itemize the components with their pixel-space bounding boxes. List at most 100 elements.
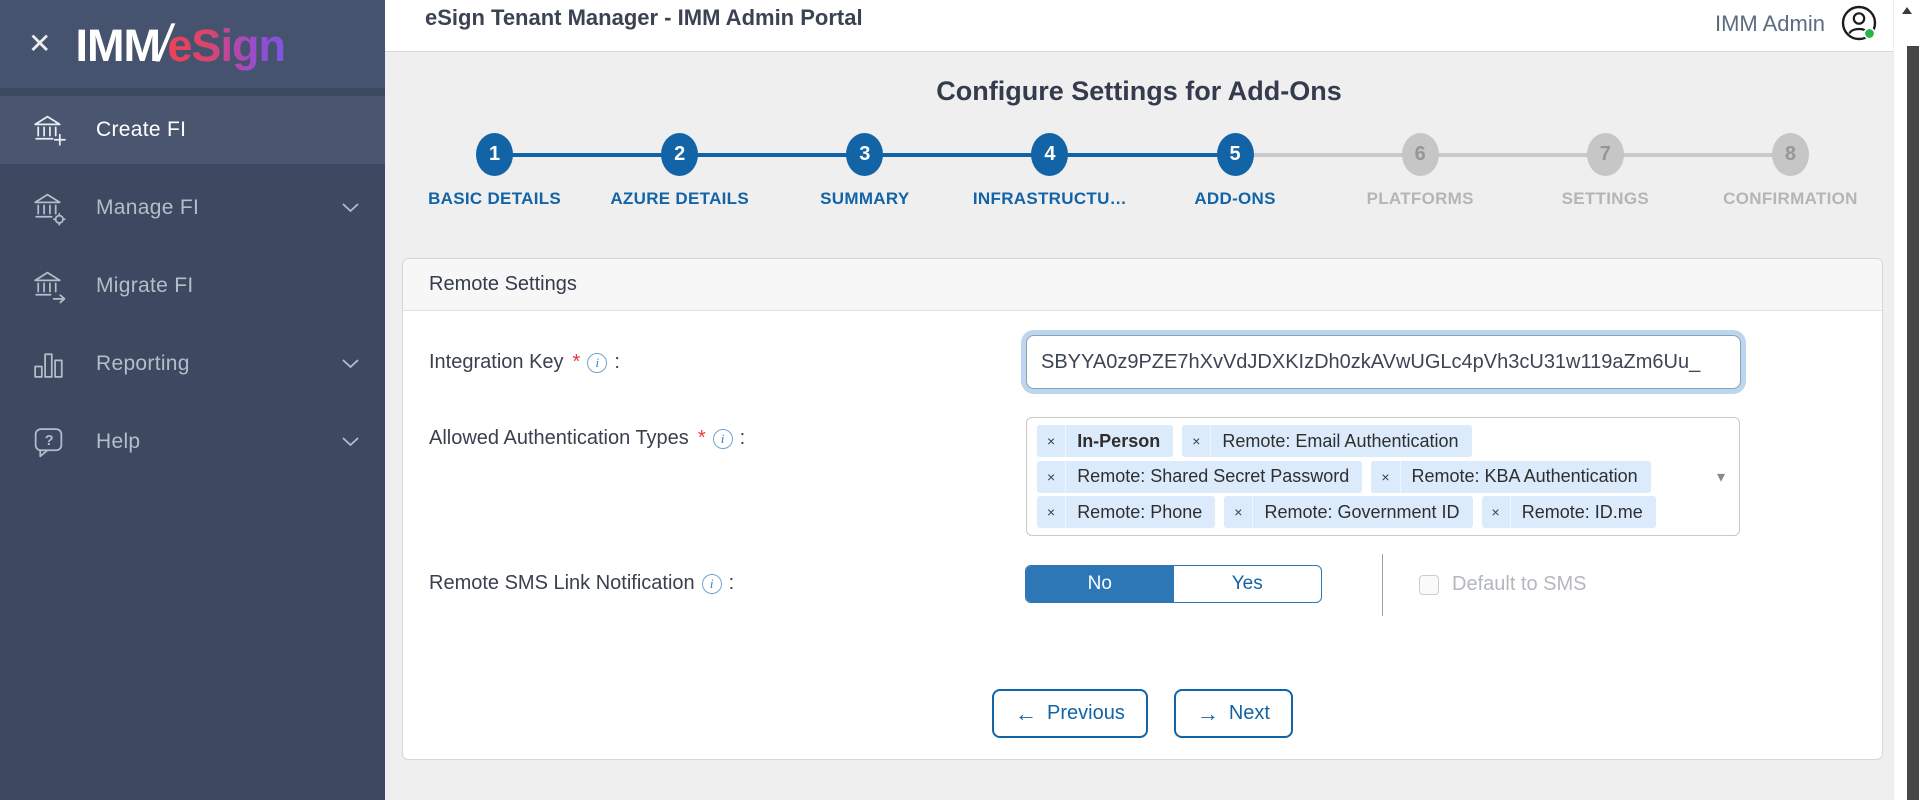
- scrollbar[interactable]: [1893, 0, 1920, 800]
- vertical-divider: [1382, 554, 1383, 616]
- label-colon: :: [728, 572, 735, 594]
- step-number: 4: [1031, 133, 1069, 176]
- label-colon: :: [739, 427, 746, 449]
- label-colon: :: [614, 351, 620, 373]
- auth-type-tag: × Remote: Government ID: [1224, 496, 1473, 528]
- auth-type-tag: × Remote: Email Authentication: [1182, 425, 1472, 457]
- step-number: 6: [1401, 133, 1439, 176]
- card-body: Integration Key*i: Allowed Authenticatio…: [403, 311, 1882, 760]
- default-to-sms-label: Default to SMS: [1452, 573, 1587, 595]
- step-label: CONFIRMATION: [1723, 189, 1858, 208]
- page-header-title: eSign Tenant Manager - IMM Admin Portal: [425, 5, 863, 30]
- integration-key-input[interactable]: [1026, 335, 1741, 389]
- step-number: 8: [1771, 133, 1809, 176]
- step-number: 2: [661, 133, 699, 176]
- sidebar-item-label: Manage FI: [96, 196, 200, 219]
- info-icon[interactable]: i: [712, 428, 733, 449]
- step-label: INFRASTRUCTU…: [972, 189, 1127, 208]
- arrow-right-icon: →: [1196, 700, 1219, 726]
- chevron-down-icon: [342, 203, 359, 213]
- step-number: 1: [476, 133, 514, 176]
- auth-type-tag: × Remote: ID.me: [1481, 496, 1656, 528]
- info-icon[interactable]: i: [587, 352, 608, 373]
- tag-label: Remote: Shared Secret Password: [1077, 466, 1350, 486]
- step-label: BASIC DETAILS: [428, 189, 562, 208]
- sidebar-item-reporting[interactable]: Reporting: [0, 330, 385, 398]
- bank-arrow-icon: [30, 268, 70, 305]
- sidebar-nav: Create FI Manage FI Migrate FI Reporting? He…: [0, 88, 385, 476]
- default-to-sms-checkbox[interactable]: [1419, 574, 1439, 595]
- remote-settings-card: Remote Settings Integration Key*i: Allow…: [402, 258, 1883, 760]
- avatar[interactable]: [1839, 3, 1881, 45]
- required-marker: *: [572, 351, 581, 373]
- chevron-down-icon: [342, 359, 359, 369]
- remove-tag-icon[interactable]: ×: [1371, 460, 1401, 493]
- user-name: IMM Admin: [1714, 11, 1825, 36]
- tag-label: Remote: Email Authentication: [1222, 430, 1459, 451]
- step-label: SUMMARY: [820, 189, 910, 208]
- sidebar: ✕ IMM/eSign Create FI Manage FI Migrate FI…: [0, 0, 385, 800]
- previous-button[interactable]: ← Previous: [992, 689, 1148, 738]
- sidebar-item-migrate-fi[interactable]: Migrate FI: [0, 252, 385, 320]
- remove-tag-icon[interactable]: ×: [1482, 496, 1511, 528]
- bank-plus-icon: [30, 112, 70, 149]
- status-dot: [1863, 27, 1876, 40]
- step-label: ADD-ONS: [1194, 189, 1276, 208]
- remove-tag-icon[interactable]: ×: [1037, 425, 1067, 457]
- sidebar-item-label: Help: [96, 430, 141, 453]
- bank-gear-icon: [30, 190, 70, 227]
- remove-tag-icon[interactable]: ×: [1182, 425, 1212, 457]
- info-icon[interactable]: i: [701, 573, 722, 594]
- tag-label: In-Person: [1077, 430, 1161, 451]
- bar-chart-icon: [30, 346, 70, 383]
- sms-toggle-yes[interactable]: Yes: [1231, 573, 1263, 594]
- auth-types-label: Allowed Authentication Types*i:: [429, 427, 746, 449]
- next-button[interactable]: → Next: [1173, 689, 1293, 738]
- auth-type-tag: ×Remote: KBA Authentication: [1371, 460, 1651, 493]
- sidebar-item-help[interactable]: ? Help: [0, 408, 385, 476]
- sidebar-header: ✕ IMM/eSign: [0, 0, 385, 88]
- step-label: SETTINGS: [1561, 189, 1650, 208]
- card-title: Remote Settings: [403, 259, 1882, 311]
- tag-label: Remote: Phone: [1077, 501, 1203, 522]
- auth-types-box[interactable]: ×In-Person×Remote: Email Authentication×…: [1026, 417, 1740, 536]
- required-marker: *: [697, 427, 706, 449]
- tag-label: Remote: Government ID: [1264, 501, 1460, 522]
- step-number: 3: [846, 133, 884, 176]
- sidebar-item-manage-fi[interactable]: Manage FI: [0, 174, 385, 242]
- scrollbar-thumb[interactable]: [1907, 46, 1919, 800]
- remove-tag-icon[interactable]: ×: [1224, 496, 1254, 528]
- sidebar-item-create-fi[interactable]: Create FI: [0, 96, 385, 164]
- imm-esign-logo: IMM/eSign: [75, 14, 285, 74]
- svg-text:?: ?: [45, 433, 54, 449]
- tag-row: × In-Person × Remote: Email Authentication: [1037, 425, 1695, 457]
- auth-type-tag: × Remote: Shared Secret Password: [1037, 460, 1363, 493]
- sms-toggle-no[interactable]: No: [1026, 566, 1174, 602]
- tag-label: Remote: ID.me: [1521, 501, 1643, 522]
- step-number: 5: [1216, 133, 1254, 176]
- sidebar-item-label: Reporting: [96, 352, 190, 375]
- wizard-title: Configure Settings for Add-Ons: [936, 76, 1342, 106]
- integration-key-label: Integration Key*i:: [429, 351, 620, 373]
- remove-tag-icon[interactable]: ×: [1037, 460, 1067, 493]
- remove-tag-icon[interactable]: ×: [1037, 496, 1067, 528]
- topbar: eSign Tenant Manager - IMM Admin Portal …: [385, 0, 1893, 52]
- user-menu: IMM Admin: [1715, 0, 1893, 45]
- scrollbar-up-icon[interactable]: [1902, 7, 1912, 14]
- step-label: AZURE DETAILS: [610, 189, 749, 208]
- dropdown-caret-icon[interactable]: ▾: [1716, 468, 1725, 486]
- sidebar-item-label: Migrate FI: [96, 274, 194, 297]
- close-icon[interactable]: ✕: [28, 28, 52, 59]
- chevron-down-icon: [342, 437, 359, 447]
